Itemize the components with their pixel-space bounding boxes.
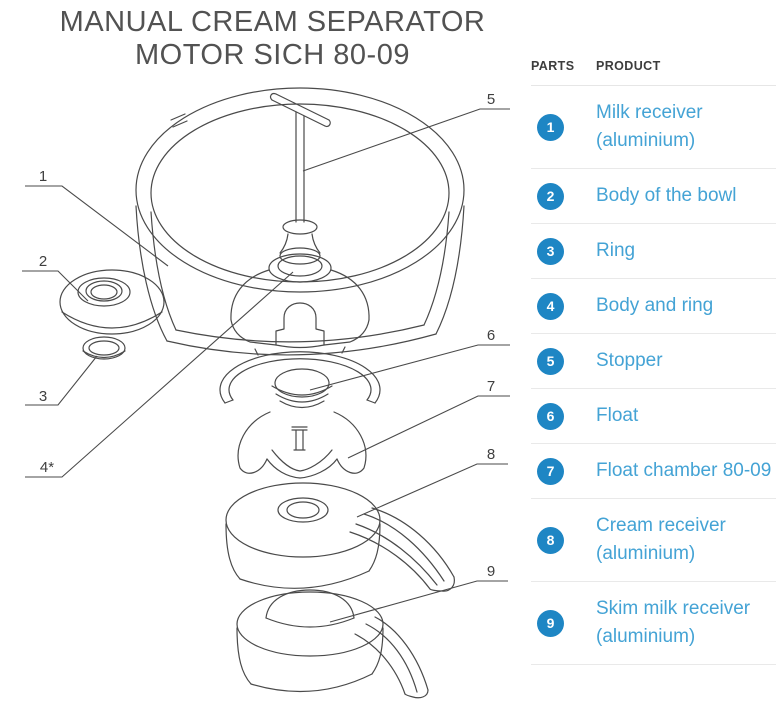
badge-cell: 5 [531, 347, 596, 375]
callout-label-4: 4* [40, 459, 54, 476]
badge-cell: 4 [531, 292, 596, 320]
title-line-2: MOTOR SICH 80-09 [135, 39, 410, 71]
callout-labels: 1 2 3 4* 5 6 7 8 9 [39, 91, 495, 580]
part-milk-receiver-bowl [135, 87, 465, 356]
product-link[interactable]: Skim milk receiver (aluminium) [596, 598, 751, 647]
exploded-diagram: 1 2 3 4* 5 6 7 8 9 [22, 87, 510, 699]
exploded-diagram-svg: 1 2 3 4* 5 6 7 8 9 [22, 87, 510, 699]
part-number-badge: 5 [537, 347, 564, 375]
product-link[interactable]: Body of the bowl [596, 185, 737, 206]
callout-label-1: 1 [39, 168, 47, 185]
product-link[interactable]: Float chamber 80-09 [596, 460, 772, 481]
table-row: 9 Skim milk receiver (aluminium) [531, 582, 776, 665]
product-link[interactable]: Float [596, 405, 639, 426]
table-row: 4 Body and ring [531, 279, 776, 334]
badge-cell: 2 [531, 182, 596, 210]
page-title: MANUAL CREAM SEPARATOR MOTOR SICH 80-09 [0, 6, 545, 72]
parts-table: PARTS PRODUCT 1 Milk receiver (aluminium… [531, 55, 776, 665]
part-number-badge: 8 [537, 526, 564, 554]
product-link[interactable]: Ring [596, 240, 636, 261]
parts-table-header: PARTS PRODUCT [531, 55, 776, 86]
callout-label-6: 6 [487, 327, 495, 344]
callout-label-2: 2 [39, 253, 47, 270]
callout-label-3: 3 [39, 388, 47, 405]
header-product: PRODUCT [596, 59, 661, 73]
part-number-badge: 4 [537, 292, 564, 320]
badge-cell: 3 [531, 237, 596, 265]
part-float [219, 351, 381, 409]
part-stopper [270, 92, 331, 265]
product-link[interactable]: Body and ring [596, 295, 714, 316]
product-link[interactable]: Milk receiver (aluminium) [596, 102, 703, 151]
table-row: 6 Float [531, 389, 776, 444]
badge-cell: 9 [531, 609, 596, 637]
product-link[interactable]: Stopper [596, 350, 663, 371]
part-float-chamber [237, 411, 367, 479]
table-row: 8 Cream receiver (aluminium) [531, 499, 776, 582]
badge-cell: 7 [531, 457, 596, 485]
part-body-and-ring [230, 253, 370, 349]
header-parts: PARTS [531, 59, 575, 73]
callout-label-5: 5 [487, 91, 495, 108]
part-skim-milk-receiver [236, 589, 429, 699]
callout-label-9: 9 [487, 563, 495, 580]
badge-cell: 6 [531, 402, 596, 430]
callout-label-7: 7 [487, 378, 495, 395]
badge-cell: 1 [531, 113, 596, 141]
table-row: 5 Stopper [531, 334, 776, 389]
callout-label-8: 8 [487, 446, 495, 463]
part-body-of-bowl [59, 269, 165, 335]
part-number-badge: 6 [537, 402, 564, 430]
part-number-badge: 2 [537, 182, 564, 210]
part-ring [82, 336, 126, 360]
part-cream-receiver [225, 482, 455, 592]
callout-leader-lines [22, 108, 510, 623]
badge-cell: 8 [531, 526, 596, 554]
table-row: 1 Milk receiver (aluminium) [531, 86, 776, 169]
table-row: 3 Ring [531, 224, 776, 279]
table-row: 7 Float chamber 80-09 [531, 444, 776, 499]
part-number-badge: 3 [537, 237, 564, 265]
table-row: 2 Body of the bowl [531, 169, 776, 224]
part-number-badge: 7 [537, 457, 564, 485]
part-number-badge: 1 [537, 113, 564, 141]
title-line-1: MANUAL CREAM SEPARATOR [59, 6, 486, 38]
product-link[interactable]: Cream receiver (aluminium) [596, 515, 726, 564]
part-number-badge: 9 [537, 609, 564, 637]
